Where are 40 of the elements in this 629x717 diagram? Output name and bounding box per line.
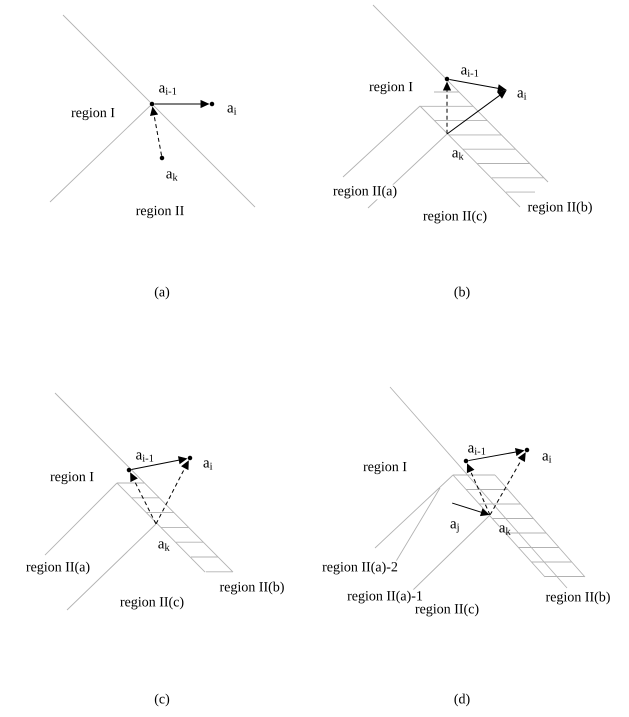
labeled-point: a$_{i-1}$ xyxy=(444,67,478,82)
labeled-point: a$_{i}$ xyxy=(524,448,552,463)
region-label: region II(c) xyxy=(422,210,488,224)
region-label: region II(b) xyxy=(526,200,594,216)
node-label: a$_{k}$ xyxy=(166,171,178,181)
node-label: a$_{i}$ xyxy=(542,453,552,463)
region-label: (b) xyxy=(452,286,472,300)
node-label: a$_{i-1}$ xyxy=(136,452,154,462)
region-label: region II(c) xyxy=(414,602,480,618)
labeled-point: a$_{i-1}$ xyxy=(150,85,176,106)
node-label: a$_{i}$ xyxy=(228,105,236,115)
region-label: region II(c) xyxy=(118,596,186,610)
region-label: region II(b) xyxy=(218,580,286,596)
labeled-point: a$_{k}$ xyxy=(160,156,178,181)
labeled-point: a$_{i-1}$ xyxy=(126,452,154,472)
region-label: (a) xyxy=(153,286,171,300)
region-label: region II xyxy=(134,204,186,220)
region-label: region I xyxy=(49,470,95,486)
region-label: region I xyxy=(70,106,116,122)
labeled-point: a$_{i-1}$ xyxy=(464,445,486,464)
region-label: region I xyxy=(362,460,408,476)
region-label: region II(a)-2 xyxy=(321,560,399,576)
node-label: a$_{i-1}$ xyxy=(461,67,478,77)
region-label: region II(a)-1 xyxy=(346,590,424,604)
labeled-point: a$_{k}$ xyxy=(158,541,170,551)
labeled-point: a$_{j}$ xyxy=(450,521,459,533)
region-label: region II(b) xyxy=(544,590,612,606)
labeled-point: a$_{k}$ xyxy=(499,525,511,535)
region-label: (c) xyxy=(153,692,171,708)
node-label: a$_{i-1}$ xyxy=(468,445,486,455)
node-label: a$_{i}$ xyxy=(204,460,212,470)
labeled-point: a$_{i}$ xyxy=(210,102,236,115)
region-label: region II(a) xyxy=(332,184,398,200)
node-label: a$_{i-1}$ xyxy=(159,85,176,95)
labeled-point: a$_{i}$ xyxy=(518,90,526,100)
region-label: (d) xyxy=(452,692,472,708)
region-label: region II(a) xyxy=(24,560,92,576)
labeled-point: a$_{k}$ xyxy=(452,150,464,160)
labeled-point: a$_{i}$ xyxy=(188,456,212,470)
region-label: region I xyxy=(368,80,414,96)
